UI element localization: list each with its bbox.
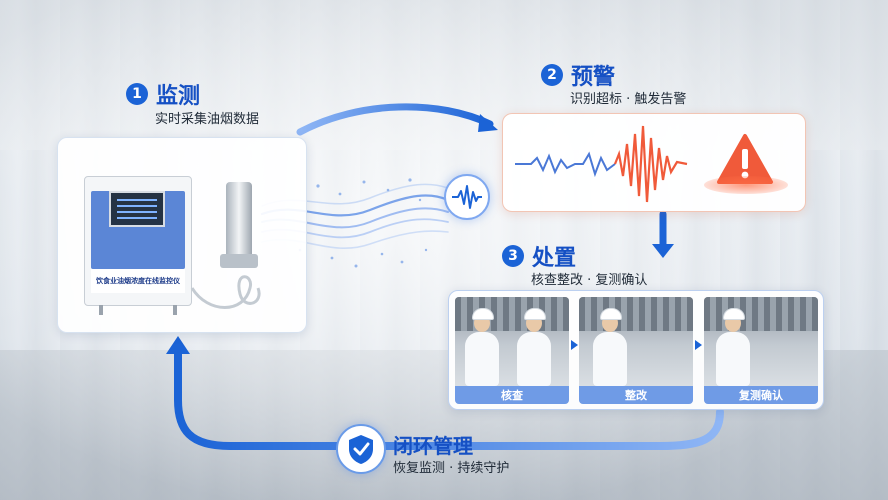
sensor-probe xyxy=(226,182,252,264)
step-warn-subtitle: 识别超标 · 触发告警 xyxy=(570,92,687,107)
sound-wave-icon xyxy=(444,174,490,220)
signal-waveform xyxy=(515,125,688,203)
step-title: 处置 xyxy=(532,246,577,271)
smoke-dots xyxy=(298,178,428,268)
arrow-loop-back xyxy=(174,348,724,450)
step-warn-heading: 2 预警 xyxy=(541,59,615,91)
arrow-monitor-to-warn xyxy=(296,103,494,136)
arrow-warn-to-dispose-head xyxy=(652,244,674,258)
loop-title: 闭环管理 xyxy=(393,434,473,458)
step-dispose-heading: 3 处置 xyxy=(502,240,576,272)
step-title: 监测 xyxy=(156,84,201,109)
step-number-badge: 3 xyxy=(502,245,524,267)
monitor-device-card: 饮食业油烟浓度在线监控仪 xyxy=(57,137,307,333)
arrow-icon xyxy=(695,340,702,350)
arrow-loop-back-head xyxy=(166,336,190,354)
monitor-device: 饮食业油烟浓度在线监控仪 xyxy=(84,176,192,315)
step-monitor-heading: 1 监测 xyxy=(126,78,200,110)
action-label: 核查 xyxy=(455,386,569,404)
sensor-probe-cap xyxy=(220,254,258,268)
action-label: 整改 xyxy=(579,386,693,404)
action-photo-rectify: 整改 xyxy=(579,297,693,404)
device-label: 饮食业油烟浓度在线监控仪 xyxy=(91,269,185,293)
step-number-badge: 2 xyxy=(541,64,563,86)
step-dispose-subtitle: 核查整改 · 复测确认 xyxy=(531,273,648,288)
warning-glow xyxy=(704,176,788,194)
step-monitor-subtitle: 实时采集油烟数据 xyxy=(155,112,260,127)
step-number-badge: 1 xyxy=(126,83,148,105)
arrow-monitor-to-warn-head xyxy=(478,114,498,132)
step-title: 预警 xyxy=(571,65,616,90)
action-photo-inspect: 核查 xyxy=(455,297,569,404)
shield-check-icon xyxy=(336,424,386,474)
action-photo-retest: 复测确认 xyxy=(704,297,818,404)
action-label: 复测确认 xyxy=(704,386,818,404)
arrow-icon xyxy=(571,340,578,350)
probe-cable xyxy=(190,275,261,309)
device-screen xyxy=(109,191,165,227)
warning-card xyxy=(502,113,806,212)
loop-subtitle: 恢复监测 · 持续守护 xyxy=(393,461,510,476)
